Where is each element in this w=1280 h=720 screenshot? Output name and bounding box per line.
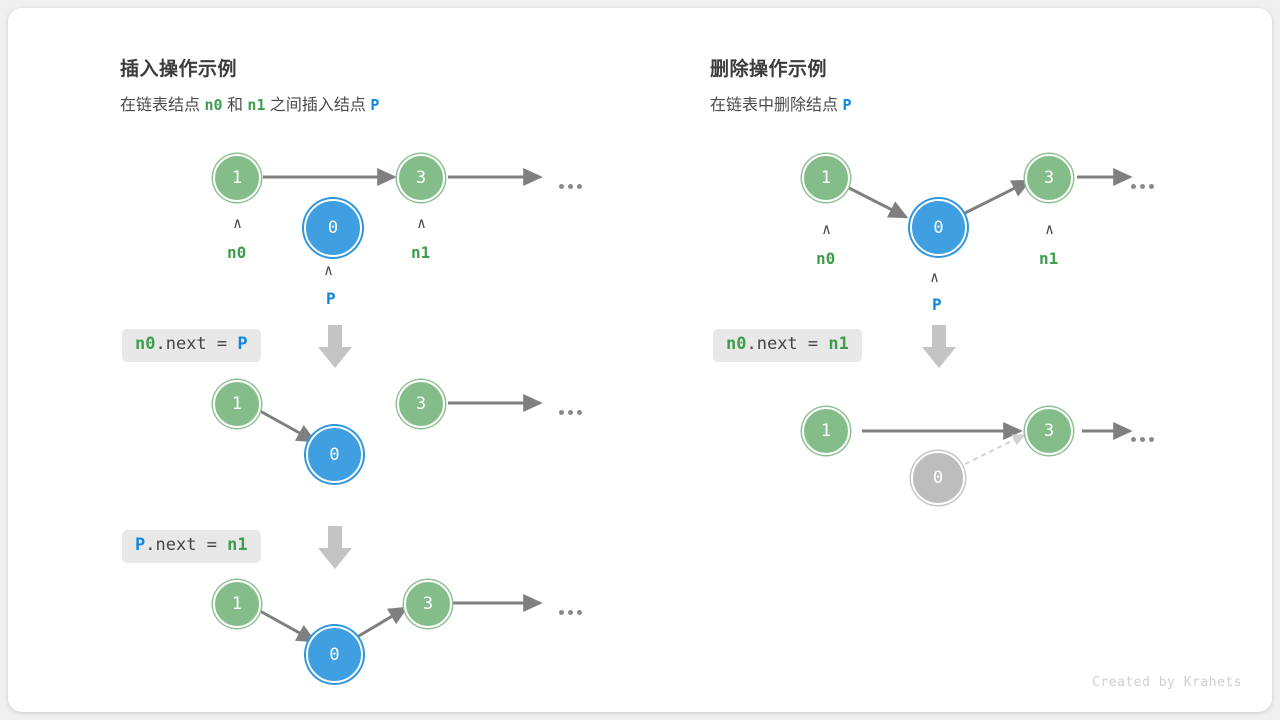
- down-arrow-icon: [922, 325, 956, 368]
- pointer-label-p: P: [932, 295, 942, 314]
- code-token: P: [237, 334, 248, 354]
- node-value: 3: [415, 168, 427, 188]
- subtitle-token-n1: n1: [247, 96, 266, 114]
- code-token: .next =: [155, 334, 238, 354]
- node-n0: 1: [802, 154, 850, 202]
- node-n1: 3: [397, 154, 445, 202]
- node-p: 0: [304, 199, 362, 257]
- caret-icon: ∧: [930, 268, 940, 286]
- delete-panel-subtitle: 在链表中删除结点 P: [710, 91, 851, 115]
- ellipsis-icon: [1131, 184, 1154, 189]
- node-value: 1: [231, 168, 243, 188]
- node-n0: 1: [802, 407, 850, 455]
- node-n0: 1: [213, 154, 261, 202]
- code-token: .next =: [746, 334, 829, 354]
- subtitle-token-p: P: [842, 96, 852, 114]
- node-n1: 3: [404, 580, 452, 628]
- subtitle-text: 在链表结点: [120, 97, 205, 114]
- pointer-label-n0: n0: [816, 249, 836, 268]
- delete-panel-title: 删除操作示例: [710, 59, 828, 80]
- code-token: n1: [828, 334, 849, 354]
- code-chip-step1: n0.next = P: [122, 329, 261, 362]
- node-value: 0: [329, 444, 340, 465]
- caret-icon: ∧: [822, 220, 832, 238]
- node-value: 1: [820, 168, 832, 188]
- subtitle-text: 和: [222, 97, 248, 114]
- node-n0: 1: [213, 380, 261, 428]
- subtitle-text: 之间插入结点: [265, 97, 371, 114]
- code-token: n1: [227, 535, 248, 555]
- diagram-card: 插入操作示例 在链表结点 n0 和 n1 之间插入结点 P 1 0 3 ∧ n0…: [8, 8, 1272, 712]
- node-value: 3: [422, 594, 434, 614]
- node-p: 0: [306, 626, 363, 683]
- subtitle-text: 在链表中删除结点: [710, 97, 843, 114]
- code-chip-step2: P.next = n1: [122, 530, 261, 563]
- node-value: 0: [329, 644, 340, 665]
- code-token: n0: [726, 334, 747, 354]
- node-n1: 3: [397, 380, 445, 428]
- code-chip-step1: n0.next = n1: [713, 329, 862, 362]
- node-n0: 1: [213, 580, 261, 628]
- node-value: 3: [1043, 168, 1055, 188]
- node-value: 3: [1043, 421, 1055, 441]
- node-n1: 3: [1025, 407, 1073, 455]
- pointer-label-n0: n0: [227, 243, 247, 262]
- subtitle-token-p: P: [370, 96, 380, 114]
- node-value: 1: [231, 394, 243, 414]
- node-value: 1: [231, 594, 243, 614]
- panel-delete: 删除操作示例 在链表中删除结点 P 1 0 3 ∧ n0 ∧ P ∧ n1 n0…: [596, 8, 1272, 712]
- subtitle-token-n0: n0: [204, 96, 223, 114]
- node-value: 3: [415, 394, 427, 414]
- down-arrow-icon: [318, 325, 352, 368]
- down-arrow-icon: [318, 526, 352, 569]
- insert-panel-subtitle: 在链表结点 n0 和 n1 之间插入结点 P: [120, 91, 379, 115]
- ellipsis-icon: [559, 184, 582, 189]
- ellipsis-icon: [1131, 437, 1154, 442]
- node-p: 0: [306, 426, 363, 483]
- credit-text: Created by Krahets: [1092, 675, 1242, 690]
- pointer-label-p: P: [326, 289, 336, 308]
- panel-insert: 插入操作示例 在链表结点 n0 和 n1 之间插入结点 P 1 0 3 ∧ n0…: [8, 8, 648, 712]
- code-token: .next =: [145, 535, 228, 555]
- node-value: 0: [932, 468, 944, 488]
- node-p: 0: [910, 199, 967, 256]
- node-value: 0: [933, 217, 944, 238]
- caret-icon: ∧: [233, 214, 243, 232]
- ellipsis-icon: [559, 410, 582, 415]
- caret-icon: ∧: [324, 261, 334, 279]
- caret-icon: ∧: [417, 214, 427, 232]
- node-deleted: 0: [911, 451, 965, 505]
- caret-icon: ∧: [1045, 220, 1055, 238]
- ellipsis-icon: [559, 610, 582, 615]
- node-value: 0: [327, 218, 339, 238]
- node-n1: 3: [1025, 154, 1073, 202]
- code-token: P: [135, 535, 146, 555]
- pointer-label-n1: n1: [411, 243, 431, 262]
- code-token: n0: [135, 334, 156, 354]
- node-value: 1: [820, 421, 832, 441]
- insert-panel-title: 插入操作示例: [120, 59, 238, 80]
- pointer-label-n1: n1: [1039, 249, 1059, 268]
